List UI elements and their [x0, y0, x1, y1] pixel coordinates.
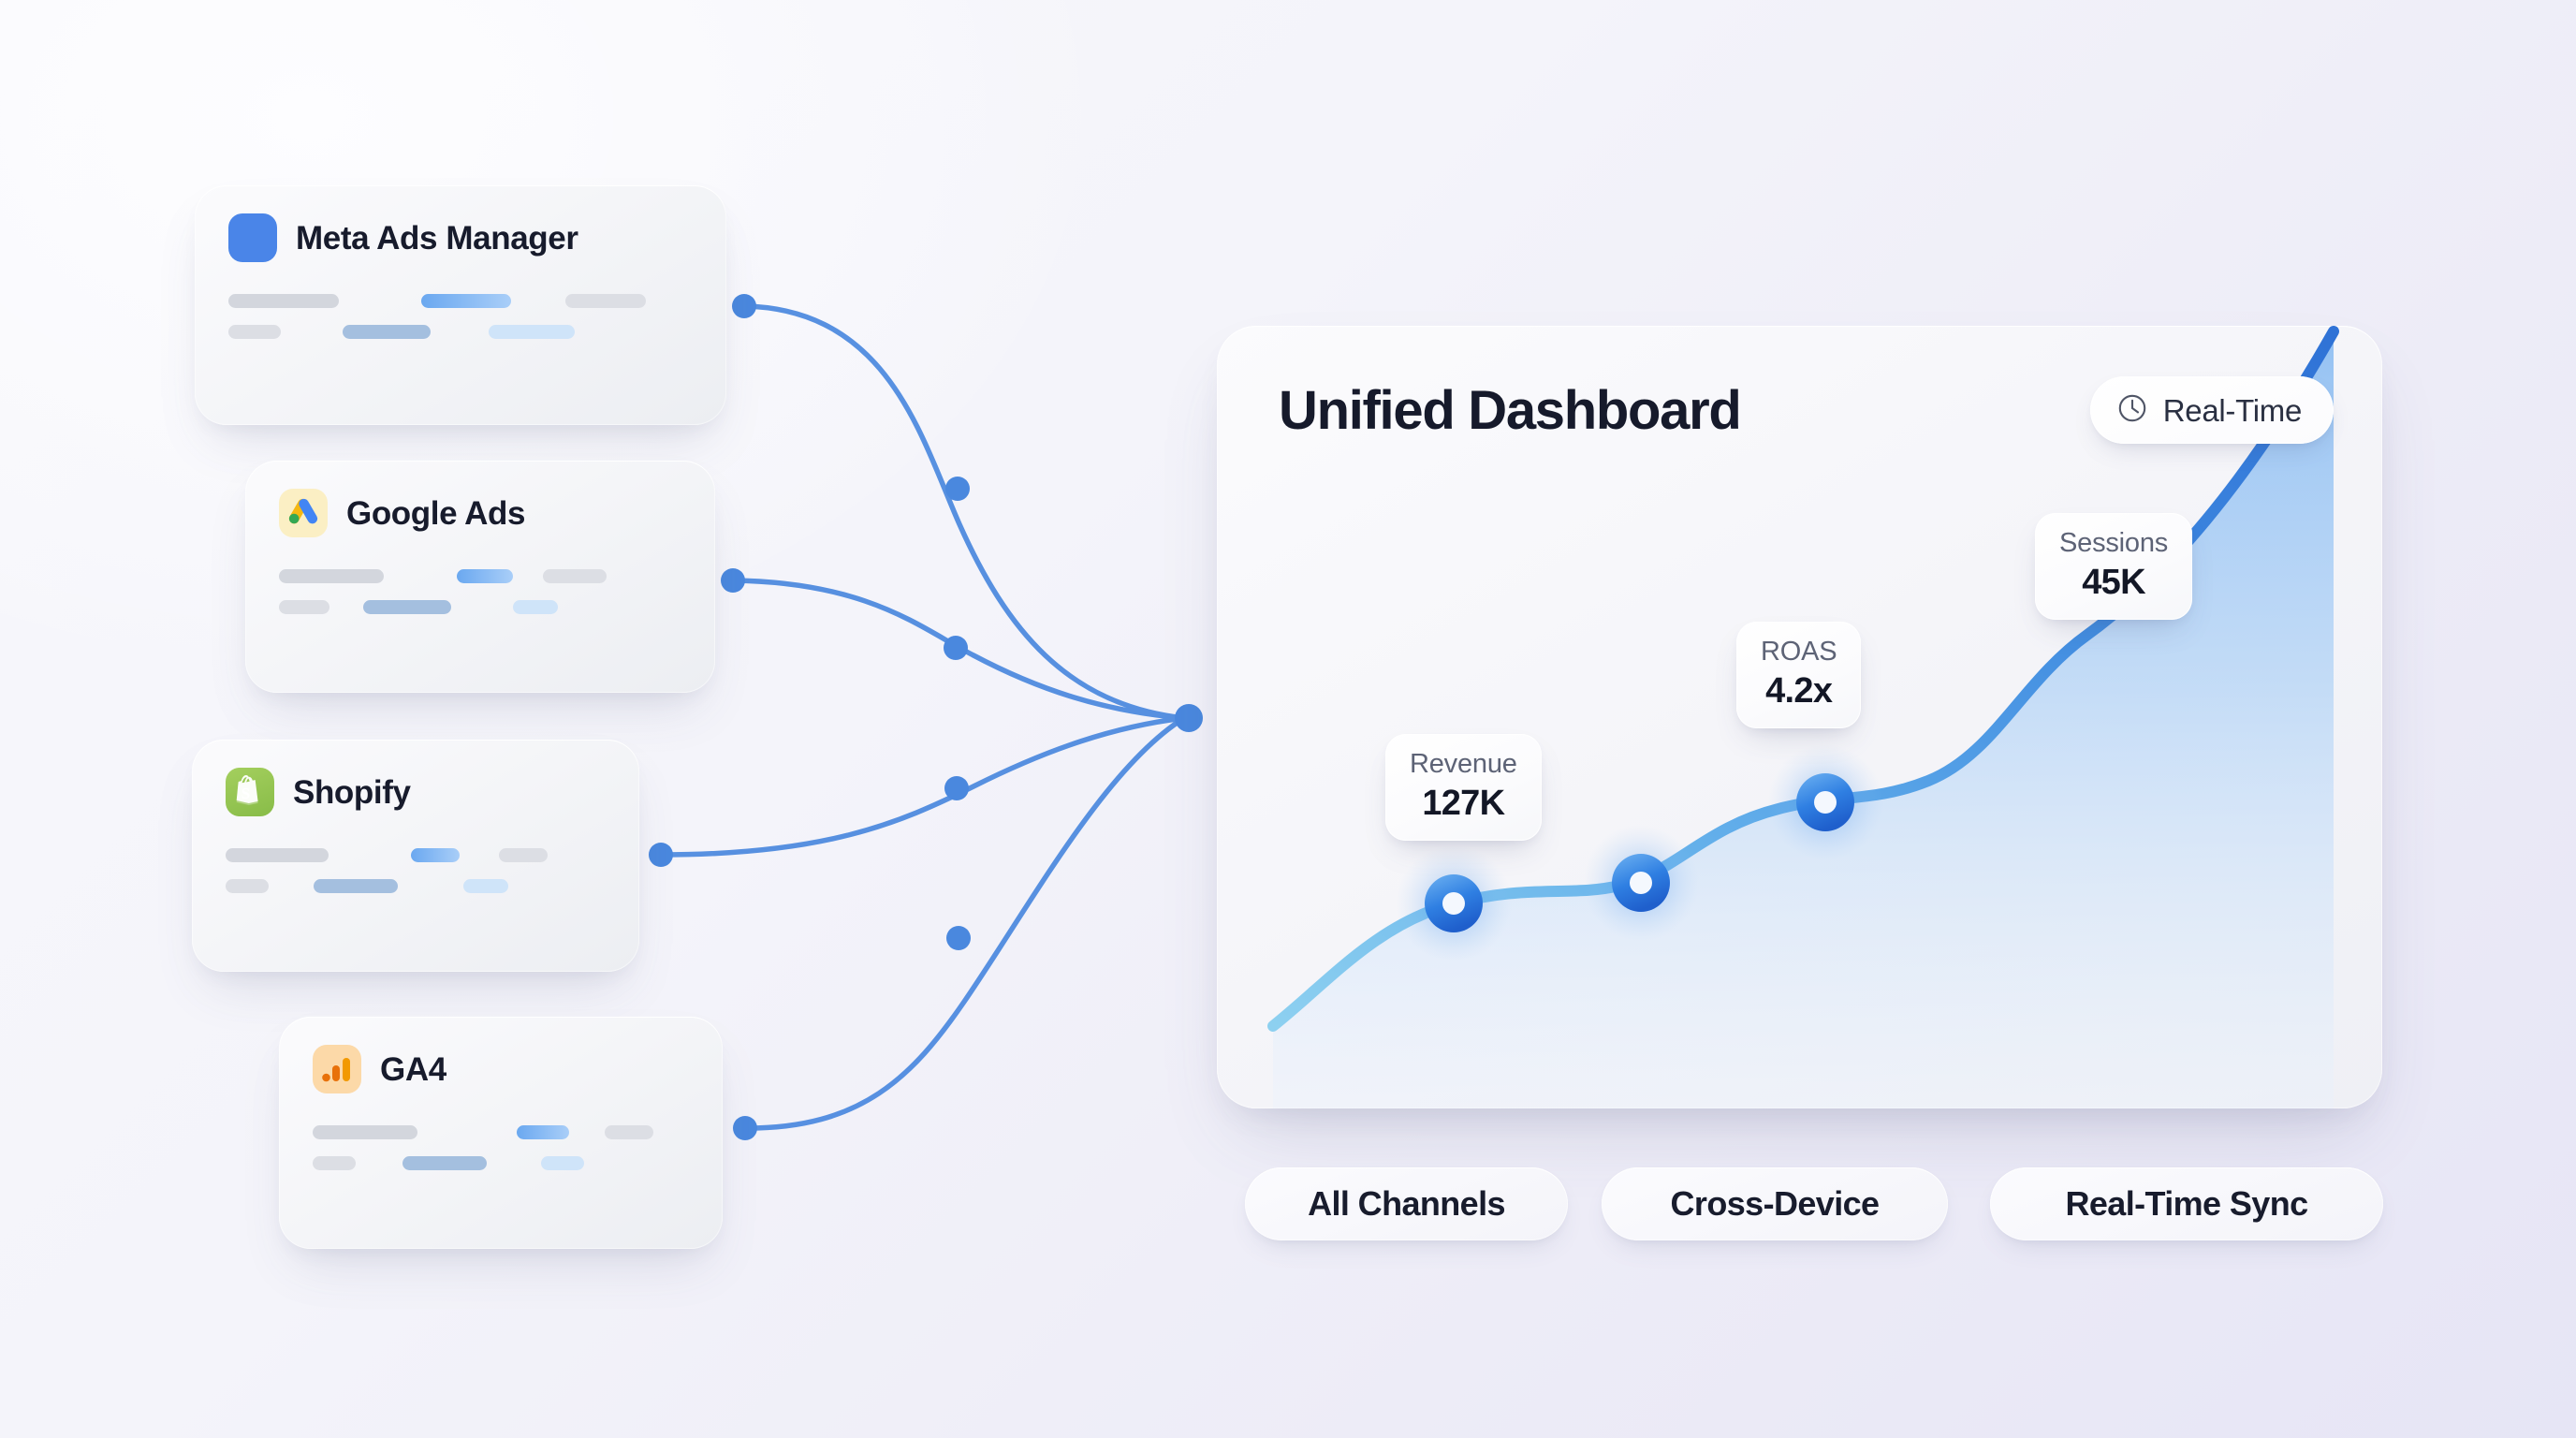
metric-tooltip-revenue[interactable]: Revenue 127K — [1385, 734, 1542, 842]
skeleton-bar — [226, 848, 329, 862]
skeleton-bar — [279, 569, 384, 583]
connector-path-ga4 — [742, 715, 1187, 1131]
skeleton-bar — [363, 600, 451, 614]
skeleton-placeholder — [313, 1125, 691, 1187]
skeleton-row — [313, 1156, 691, 1170]
skeleton-bar — [228, 325, 281, 339]
meta-logo-icon — [228, 213, 277, 262]
skeleton-bar — [605, 1125, 653, 1139]
skeleton-bar — [489, 325, 575, 339]
skeleton-row — [228, 294, 695, 308]
skeleton-bar — [279, 600, 329, 614]
chart-area-fill — [1273, 331, 2334, 1108]
ga4-bar-chart-icon — [313, 1045, 361, 1093]
connector-node-meta-origin — [732, 294, 756, 318]
skeleton-bar — [314, 879, 398, 893]
metric-value: 45K — [2082, 563, 2145, 603]
skeleton-bar — [543, 569, 607, 583]
performance-area-chart — [1267, 326, 2339, 1108]
source-card-shopify[interactable]: S Shopify — [192, 740, 639, 972]
skeleton-placeholder — [279, 569, 683, 631]
skeleton-bar — [463, 879, 508, 893]
source-card-title: Shopify — [293, 773, 411, 811]
metric-value: 127K — [1422, 784, 1505, 824]
source-card-title: Google Ads — [346, 494, 526, 532]
metric-value: 4.2x — [1765, 671, 1833, 712]
source-card-google-ads[interactable]: Google Ads — [245, 461, 715, 693]
realtime-badge-label: Real-Time — [2162, 392, 2303, 428]
connector-node-ga4-mid — [946, 926, 971, 950]
realtime-badge[interactable]: Real-Time — [2089, 376, 2334, 444]
skeleton-row — [279, 569, 683, 583]
connector-node-google-origin — [721, 568, 745, 593]
connector-path-shopify — [658, 715, 1187, 858]
feature-pill-all-channels[interactable]: All Channels — [1245, 1167, 1568, 1240]
metric-label: ROAS — [1761, 637, 1837, 667]
metric-label: Revenue — [1410, 749, 1517, 779]
skeleton-bar — [313, 1156, 356, 1170]
chart-marker-dot — [1612, 854, 1670, 912]
google-ads-logo-icon — [279, 489, 328, 537]
connector-node-shopify-origin — [649, 843, 673, 867]
shopify-logo-icon: S — [226, 768, 274, 816]
connector-node-ga4-origin — [733, 1116, 757, 1140]
skeleton-bar — [411, 848, 460, 862]
skeleton-placeholder — [226, 848, 607, 910]
metric-tooltip-roas[interactable]: ROAS 4.2x — [1736, 622, 1862, 729]
source-card-header: S Shopify — [226, 768, 411, 816]
skeleton-bar — [541, 1156, 584, 1170]
skeleton-placeholder — [228, 294, 695, 356]
chart-marker-dot — [1425, 874, 1483, 932]
skeleton-row — [279, 600, 683, 614]
skeleton-bar — [343, 325, 431, 339]
skeleton-bar — [565, 294, 646, 308]
clock-icon — [2116, 392, 2148, 429]
source-card-meta[interactable]: Meta Ads Manager — [195, 185, 726, 425]
metric-label: Sessions — [2059, 528, 2169, 558]
feature-pill-realtime-sync[interactable]: Real-Time Sync — [1990, 1167, 2383, 1240]
skeleton-row — [228, 325, 695, 339]
source-card-title: Meta Ads Manager — [296, 219, 578, 257]
skeleton-bar — [513, 600, 558, 614]
skeleton-row — [226, 848, 607, 862]
skeleton-bar — [517, 1125, 569, 1139]
skeleton-row — [226, 879, 607, 893]
source-card-header: Meta Ads Manager — [228, 213, 578, 262]
source-card-header: GA4 — [313, 1045, 446, 1093]
source-card-ga4[interactable]: GA4 — [279, 1017, 723, 1249]
chart-marker-dot — [1796, 773, 1854, 831]
skeleton-bar — [226, 879, 269, 893]
skeleton-bar — [313, 1125, 417, 1139]
connector-path-google — [730, 578, 1187, 721]
skeleton-bar — [228, 294, 339, 308]
skeleton-bar — [457, 569, 513, 583]
page-title: Unified Dashboard — [1279, 380, 1742, 441]
connector-hub-node — [1175, 704, 1203, 732]
connector-node-meta-mid — [945, 477, 970, 501]
svg-text:S: S — [242, 785, 250, 802]
connector-node-google-mid — [944, 636, 968, 660]
source-card-title: GA4 — [380, 1050, 446, 1088]
feature-pill-cross-device[interactable]: Cross-Device — [1602, 1167, 1948, 1240]
skeleton-row — [313, 1125, 691, 1139]
skeleton-bar — [421, 294, 511, 308]
skeleton-bar — [402, 1156, 487, 1170]
source-card-header: Google Ads — [279, 489, 526, 537]
metric-tooltip-sessions[interactable]: Sessions 45K — [2035, 513, 2193, 621]
skeleton-bar — [499, 848, 548, 862]
connector-node-shopify-mid — [944, 776, 969, 800]
connector-path-meta — [741, 303, 1187, 721]
